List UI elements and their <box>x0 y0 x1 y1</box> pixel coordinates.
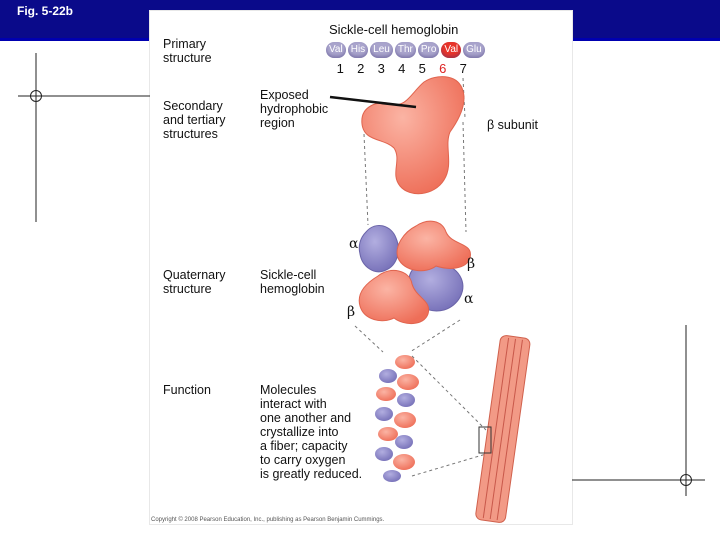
figure-label: Fig. 5-22b <box>17 4 74 18</box>
amino-acid-4: Thr <box>394 42 416 58</box>
copyright-notice: Copyright © 2008 Pearson Education, Inc.… <box>151 517 385 523</box>
position-5: 5 <box>418 61 426 76</box>
amino-acid-3: Leu <box>370 42 393 58</box>
sequence-positions: 1 2 3 4 5 6 7 <box>330 61 474 76</box>
row-label-function: Function <box>163 383 211 397</box>
position-4: 4 <box>398 61 406 76</box>
amino-acid-6-mutated: Val <box>441 42 462 58</box>
position-1: 1 <box>336 61 344 76</box>
amino-acid-sequence: Val His Leu Thr Pro Val Glu <box>326 42 485 58</box>
beta-label-left: β <box>347 304 356 320</box>
dashed-guides <box>354 77 487 477</box>
position-7: 7 <box>459 61 467 76</box>
amino-acid-5: Pro <box>417 42 440 58</box>
function-description: Molecules interact with one another and … <box>260 383 363 481</box>
position-3: 3 <box>377 61 385 76</box>
exposed-region-pointer <box>329 95 417 109</box>
position-6: 6 <box>439 61 447 76</box>
alpha-label-bottom: α <box>464 291 474 307</box>
registration-marks <box>18 53 705 496</box>
alpha-subunit-left <box>358 224 399 273</box>
beta-subunit-top <box>396 220 471 272</box>
sickle-fiber-chain <box>375 355 419 482</box>
beta-subunit-label: β subunit <box>487 118 538 132</box>
sickle-cell-label: Sickle-cell hemoglobin <box>260 268 325 296</box>
beta-label-right: β <box>467 256 476 272</box>
row-label-primary: Primary structure <box>163 37 212 65</box>
fiber-bundle <box>475 335 531 523</box>
beta-subunit-bottom <box>358 269 430 324</box>
alpha-label-top: α <box>349 236 359 252</box>
fiber-zoom-box <box>478 426 492 454</box>
beta-subunit-shape <box>361 76 465 195</box>
amino-acid-1: Val <box>326 42 346 58</box>
hemoglobin-tetramer <box>358 220 471 324</box>
exposed-region-label: Exposed hydrophobic region <box>260 88 329 130</box>
diagram-title: Sickle-cell hemoglobin <box>329 22 459 37</box>
amino-acid-7: Glu <box>463 42 485 58</box>
amino-acid-2: His <box>347 42 369 58</box>
position-2: 2 <box>357 61 365 76</box>
row-label-quaternary: Quaternary structure <box>163 268 226 296</box>
row-label-secondary-tertiary: Secondary and tertiary structures <box>163 99 226 141</box>
